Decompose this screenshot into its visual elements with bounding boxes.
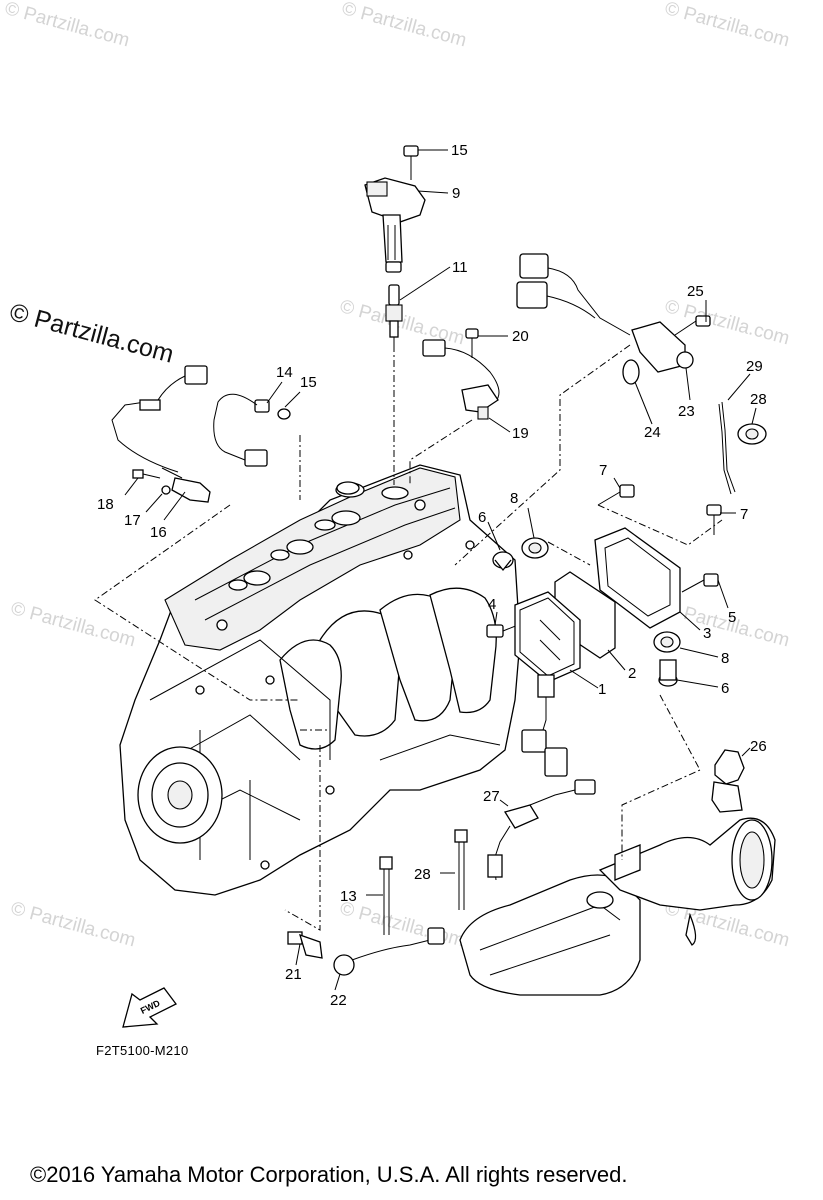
collar-6 bbox=[492, 551, 514, 572]
grommet-8 bbox=[521, 537, 549, 559]
bolt-17 bbox=[132, 469, 161, 479]
sensor-13 bbox=[213, 393, 270, 467]
callout-3: 3 bbox=[703, 625, 711, 642]
callouts: 15 9 11 20 19 25 23 24 29 28 14 15 18 17… bbox=[97, 142, 767, 1009]
o-ring-23 bbox=[622, 359, 640, 385]
fwd-arrow: FWD bbox=[122, 987, 177, 1028]
bolt-10 bbox=[403, 145, 419, 180]
callout-15: 16 bbox=[150, 524, 167, 541]
bolt-7 bbox=[597, 484, 635, 506]
callout-6a: 6 bbox=[478, 509, 486, 526]
callout-26: 27 bbox=[483, 788, 500, 805]
copyright-notice: ©2016 Yamaha Motor Corporation, U.S.A. A… bbox=[30, 1162, 628, 1187]
callout-23: 24 bbox=[644, 424, 661, 441]
cable-tie-27 bbox=[454, 829, 468, 910]
bolt-5 bbox=[681, 573, 719, 593]
callout-7a: 7 bbox=[599, 462, 607, 479]
sensor-21 bbox=[333, 927, 445, 976]
sensor-18 bbox=[422, 339, 500, 420]
sensor-15 bbox=[111, 365, 211, 503]
callout-25: 26 bbox=[750, 738, 767, 755]
collar-6 bbox=[658, 659, 678, 687]
clamp-25 bbox=[711, 749, 745, 813]
callout-13: 14 bbox=[276, 364, 293, 381]
grommet-8 bbox=[653, 631, 681, 653]
callout-20: 21 bbox=[285, 966, 302, 983]
callout-19: 20 bbox=[512, 328, 529, 345]
callout-2: 2 bbox=[628, 665, 636, 682]
bolt-7 bbox=[706, 504, 722, 535]
bracket-3 bbox=[594, 527, 681, 629]
callout-11: 11 bbox=[452, 259, 468, 276]
callout-6b: 6 bbox=[721, 680, 729, 697]
callout-8b: 8 bbox=[721, 650, 729, 667]
callout-8a: 8 bbox=[510, 490, 518, 507]
ignition-coil-9 bbox=[364, 177, 426, 273]
band-29 bbox=[718, 401, 736, 495]
cable-tie-12 bbox=[379, 856, 393, 935]
engine-block bbox=[119, 464, 521, 896]
callout-22: 23 bbox=[678, 403, 695, 420]
callout-7b: 7 bbox=[740, 506, 748, 523]
exhaust-manifold bbox=[459, 817, 776, 996]
callout-9: 9 bbox=[452, 185, 460, 202]
sensor-22 bbox=[516, 253, 711, 373]
ecu-1 bbox=[514, 591, 581, 777]
spark-plug-11 bbox=[385, 284, 403, 345]
callout-28: 28 bbox=[750, 391, 767, 408]
sensor-26 bbox=[487, 779, 596, 881]
callout-5: 5 bbox=[728, 609, 736, 626]
washer-14 bbox=[277, 408, 291, 420]
callout-16: 17 bbox=[124, 512, 141, 529]
callout-4: 4 bbox=[488, 596, 496, 613]
callout-12: 13 bbox=[340, 888, 357, 905]
callout-18: 19 bbox=[512, 425, 529, 442]
callout-21: 22 bbox=[330, 992, 347, 1009]
switch-20 bbox=[287, 931, 323, 959]
callout-17: 18 bbox=[97, 496, 114, 513]
bolt-19 bbox=[465, 328, 479, 358]
callout-24: 25 bbox=[687, 283, 704, 300]
dashed-lines bbox=[94, 344, 723, 931]
callout-14: 15 bbox=[300, 374, 317, 391]
callout-10: 15 bbox=[451, 142, 468, 159]
callout-27: 28 bbox=[414, 866, 431, 883]
washer-16 bbox=[161, 485, 171, 495]
callout-29: 29 bbox=[746, 358, 763, 375]
leader-lines bbox=[124, 149, 757, 991]
diagram-code: F2T5100-M210 bbox=[96, 1043, 189, 1058]
grommet-28 bbox=[737, 423, 767, 445]
callout-1: 1 bbox=[598, 681, 606, 698]
